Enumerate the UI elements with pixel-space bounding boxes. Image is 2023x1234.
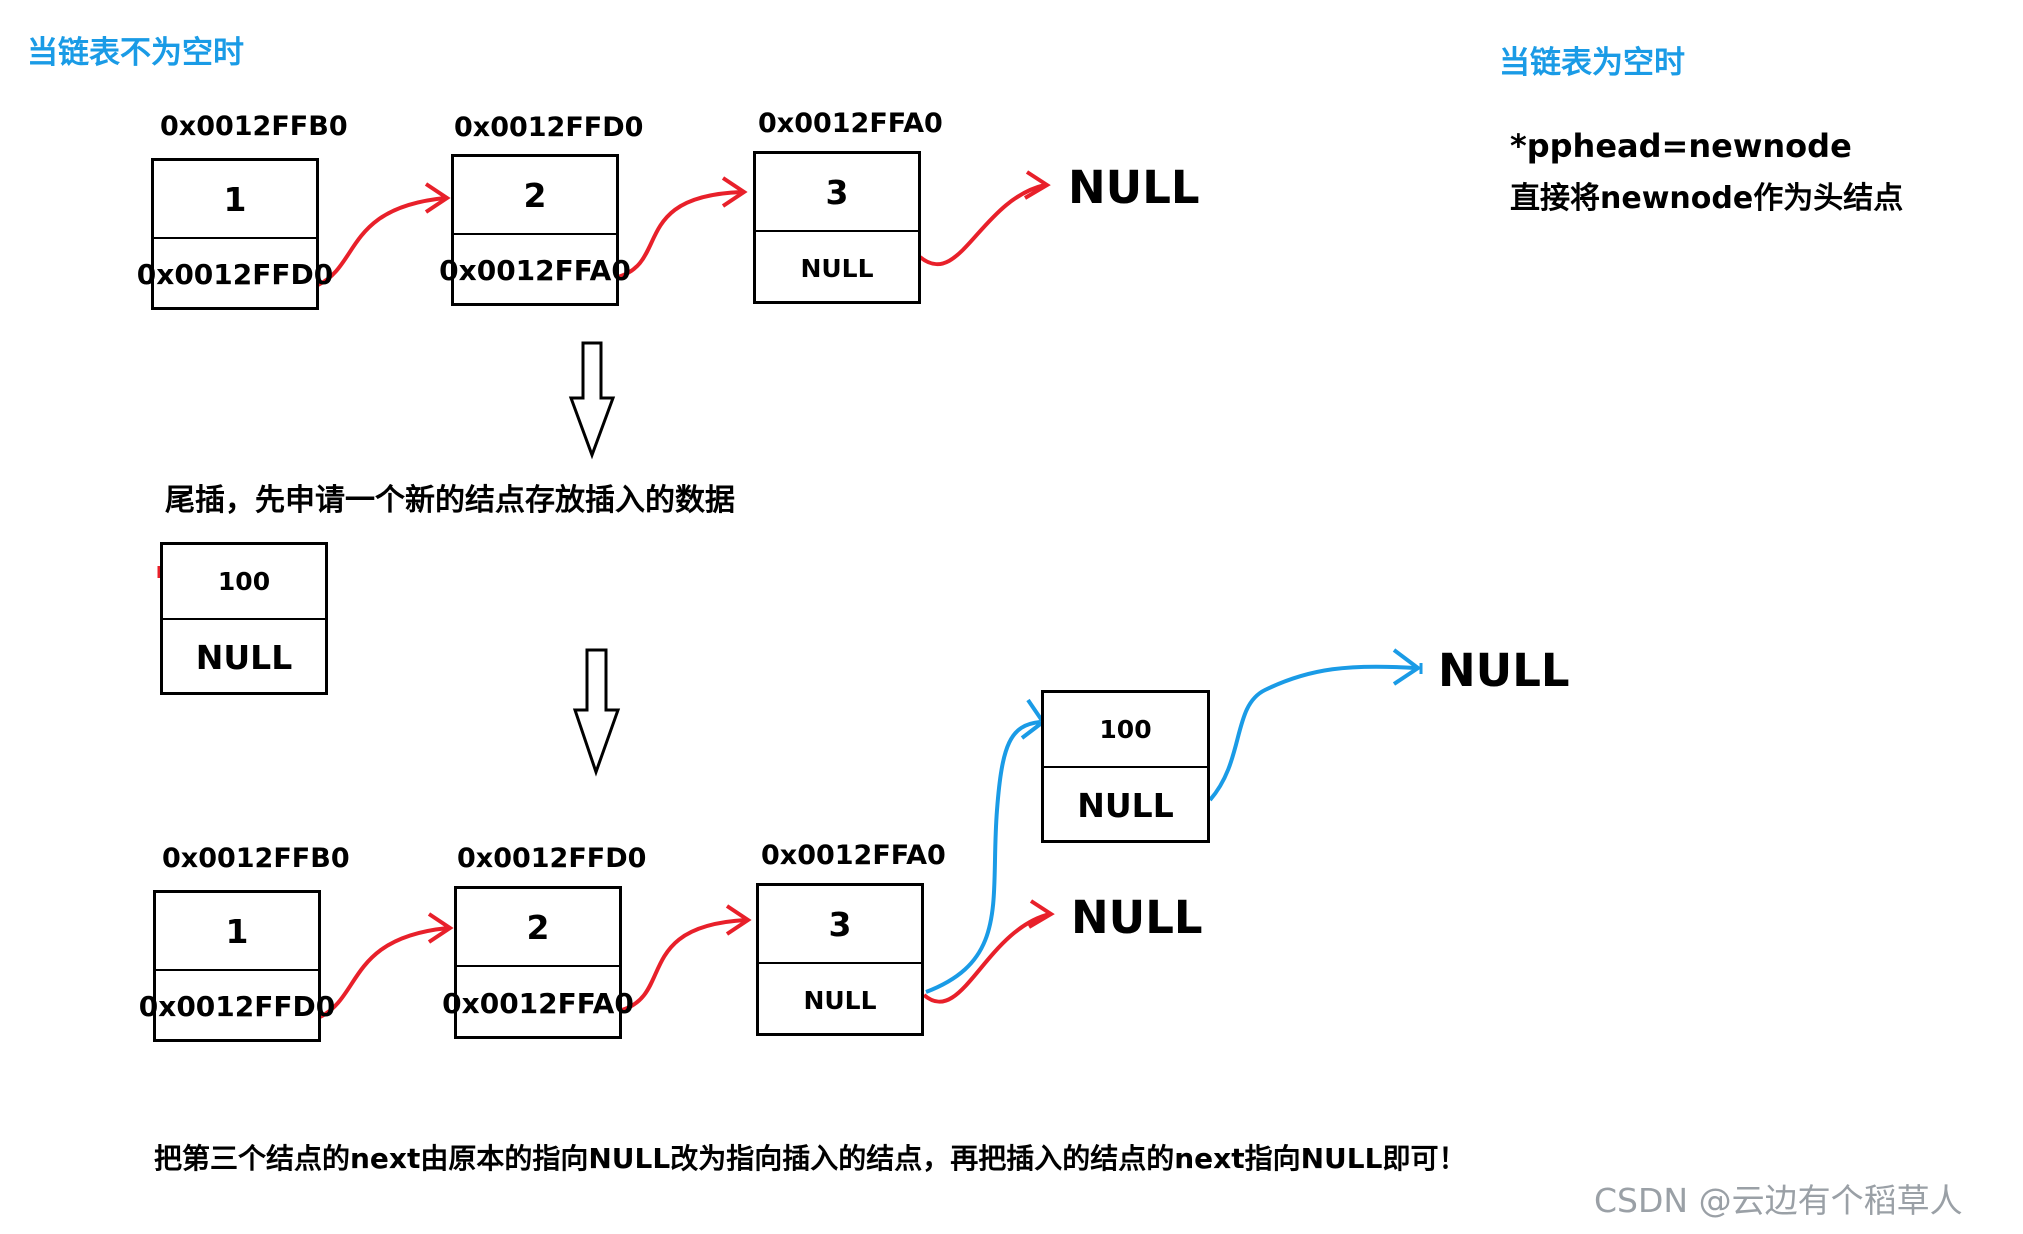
node-next: 0x0012FFD0 [136, 258, 334, 291]
link-arrowhead-bottom-1-2 [427, 912, 454, 944]
bottom-node-1: 1 0x0012FFD0 [138, 890, 336, 1042]
down-arrow-1 [568, 341, 616, 460]
non-empty-title: 当链表不为空时 [27, 35, 244, 71]
down-arrow-2 [572, 648, 621, 777]
top-node-1: 1 0x0012FFD0 [136, 158, 334, 310]
step-note: 尾插，先申请一个新的结点存放插入的数据 [165, 483, 735, 518]
node-next: 0x0012FFA0 [439, 254, 631, 287]
link-arrowhead-bottom-2-3 [725, 904, 752, 936]
node-next: 0x0012FFD0 [138, 990, 336, 1023]
link-arrowhead-bottom-3-null-old [1027, 899, 1055, 929]
node-value: 2 [454, 157, 616, 235]
node-next: NULL [195, 638, 293, 677]
node-value: 1 [154, 161, 316, 239]
top-node-1-address: 0x0012FFB0 [160, 111, 348, 142]
top-node-2: 2 0x0012FFA0 [439, 154, 631, 306]
node-value: 100 [163, 545, 325, 620]
top-node-2-address: 0x0012FFD0 [454, 112, 644, 143]
link-arrow-bottom-1-2 [319, 926, 449, 1019]
empty-case-desc: 直接将newnode作为头结点 [1510, 181, 1904, 216]
empty-title: 当链表为空时 [1499, 45, 1685, 81]
top-node-3: 3 NULL [753, 151, 921, 304]
node-value: 3 [759, 886, 921, 964]
bottom-node-1-address: 0x0012FFB0 [162, 843, 350, 874]
top-tail-null: NULL [1068, 161, 1200, 214]
node-next: NULL [800, 253, 874, 283]
bottom-node-3: 3 NULL [756, 883, 924, 1036]
final-note: 把第三个结点的next由原本的指向NULL改为指向插入的结点，再把插入的结点的n… [154, 1142, 1467, 1175]
node-next: NULL [803, 985, 877, 1015]
node-value: 100 [1044, 693, 1207, 768]
link-arrowhead-3-to-inserted [1020, 698, 1046, 740]
bottom-node-2: 2 0x0012FFA0 [442, 886, 634, 1039]
new-tail-null: NULL [1438, 644, 1570, 697]
link-arrow-bottom-3-null-old [922, 912, 1051, 1004]
node-next: 0x0012FFA0 [442, 986, 634, 1020]
link-arrowhead-top-2-3 [721, 176, 748, 208]
new-node: 100 NULL [160, 542, 328, 695]
link-arrow-top-2-3 [617, 190, 743, 279]
link-arrow-inserted-to-null [1208, 664, 1416, 802]
bottom-old-tail-null: NULL [1071, 891, 1203, 944]
link-arrowhead-top-1-2 [424, 182, 451, 214]
inserted-node: 100 NULL [1041, 690, 1210, 843]
bottom-node-2-address: 0x0012FFD0 [457, 843, 647, 874]
node-value: 1 [156, 893, 318, 971]
link-arrow-top-1-2 [317, 196, 446, 287]
link-arrow-bottom-2-3 [621, 918, 747, 1012]
bottom-node-3-address: 0x0012FFA0 [761, 840, 946, 871]
watermark: CSDN @云边有个稻草人 [1594, 1181, 1963, 1220]
link-arrow-top-3-null [918, 183, 1046, 267]
node-next: NULL [1077, 786, 1174, 825]
link-arrowhead-inserted-to-null [1392, 648, 1422, 686]
link-arrowhead-top-3-null [1023, 170, 1051, 200]
node-value: 3 [756, 154, 918, 232]
node-value: 2 [457, 889, 619, 967]
empty-case-code: *pphead=newnode [1510, 127, 1852, 165]
top-node-3-address: 0x0012FFA0 [758, 108, 943, 139]
link-arrow-3-to-inserted [925, 720, 1041, 994]
